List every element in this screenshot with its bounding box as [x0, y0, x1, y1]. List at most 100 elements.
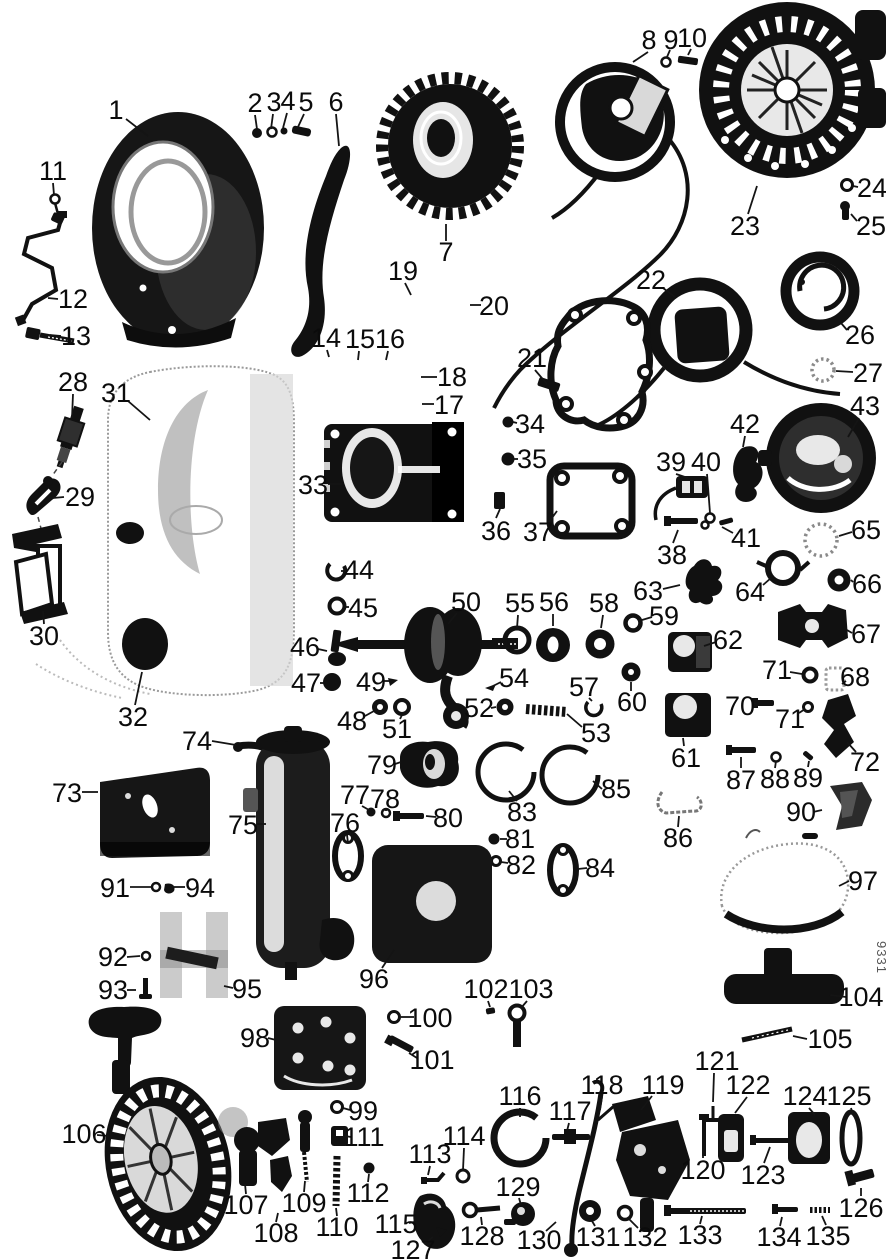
part-label-29: 29 [65, 482, 95, 512]
part-label-15: 15 [345, 324, 375, 354]
leader-line-4 [282, 112, 288, 129]
part-label-82: 82 [506, 850, 536, 880]
parts-44-to-49 [323, 562, 398, 715]
parts-34-35-36 [494, 416, 515, 509]
leader-line-3 [270, 113, 274, 130]
part-label-96: 96 [359, 964, 389, 994]
part-label-77: 77 [340, 780, 370, 810]
part-label-31: 31 [101, 378, 131, 408]
leader-line-61 [682, 737, 685, 747]
part-label-40: 40 [691, 447, 721, 477]
part-label-122: 122 [725, 1070, 770, 1100]
gasket-part-84 [547, 843, 579, 897]
part-label-18: 18 [437, 362, 467, 392]
part-label-78: 78 [370, 784, 400, 814]
rod-part-105 [741, 1026, 793, 1043]
part-label-70: 70 [725, 691, 755, 721]
leader-line-124 [808, 1107, 816, 1116]
cylinder-gasket-part-37 [546, 462, 636, 540]
leader-line-121 [712, 1072, 715, 1103]
leader-line-31 [127, 400, 151, 421]
leader-line-125 [850, 1107, 854, 1116]
leader-line-96 [381, 949, 395, 969]
leader-line-107 [244, 1183, 247, 1195]
leader-line-70 [751, 702, 757, 705]
part-label-112: 112 [346, 1178, 389, 1208]
grommet-part-66 [827, 568, 851, 592]
piston-rings-83-85 [475, 741, 601, 806]
part-label-85: 85 [601, 774, 631, 804]
leader-line-9 [666, 49, 671, 58]
part-label-116: 116 [498, 1081, 541, 1111]
leader-line-112 [367, 1173, 370, 1183]
part-label-54: 54 [499, 663, 529, 693]
cap-part-32 [122, 618, 168, 670]
part-label-79: 79 [367, 750, 397, 780]
leader-line-12 [47, 297, 59, 300]
grip-part-104 [724, 948, 844, 1004]
leader-line-111 [344, 1135, 352, 1138]
part-label-124: 124 [782, 1081, 827, 1111]
part-label-83: 83 [507, 797, 537, 827]
part-label-55: 55 [505, 588, 535, 618]
leader-line-64 [762, 577, 772, 586]
part-label-84: 84 [585, 853, 615, 883]
leader-line-10 [687, 48, 692, 56]
part-label-89: 89 [793, 763, 823, 793]
leader-line-42 [742, 435, 746, 448]
leader-line-108 [275, 1212, 279, 1223]
part-label-71: 71 [775, 704, 805, 734]
leader-line-21 [534, 369, 548, 385]
leader-line-58 [600, 614, 604, 629]
leader-line-77 [361, 805, 370, 811]
part-label-20: 20 [479, 291, 509, 321]
leader-line-37 [548, 510, 558, 523]
part-label-125: 125 [826, 1081, 871, 1111]
part-label-127: 127 [390, 1235, 435, 1260]
part-label-64: 64 [735, 577, 765, 607]
part-label-81: 81 [505, 824, 535, 854]
leader-line-71 [789, 671, 803, 675]
leader-line-59 [641, 616, 653, 621]
leader-line-67 [846, 629, 853, 634]
leader-line-19 [404, 282, 412, 296]
leader-line-134 [779, 1216, 783, 1227]
part-label-88: 88 [760, 764, 790, 794]
part-label-9: 9 [663, 25, 678, 55]
part-label-43: 43 [850, 391, 880, 421]
leader-line-55 [516, 614, 519, 629]
part-label-53: 53 [581, 718, 611, 748]
part-label-48: 48 [337, 706, 367, 736]
leader-line-26 [840, 322, 848, 331]
part-label-74: 74 [182, 726, 212, 756]
part-label-25: 25 [856, 211, 886, 241]
part-label-92: 92 [98, 942, 128, 972]
parts-91-92-93-94 [139, 881, 175, 999]
part-label-23: 23 [730, 211, 760, 241]
leader-line-16 [385, 350, 389, 361]
part-label-2: 2 [247, 88, 262, 118]
part-label-28: 28 [58, 367, 88, 397]
leader-line-52 [490, 706, 497, 709]
part-label-24: 24 [857, 173, 886, 203]
part-label-120: 120 [680, 1155, 725, 1185]
part-label-63: 63 [633, 576, 663, 606]
leader-line-79 [394, 761, 402, 765]
leader-line-62 [703, 641, 717, 647]
ignition-module-part-8 [492, 62, 690, 409]
part-label-76: 76 [330, 808, 360, 838]
leader-line-135 [821, 1215, 827, 1226]
bracket-part-95 [160, 912, 228, 998]
leader-line-68 [841, 680, 847, 685]
part-label-121: 121 [694, 1046, 739, 1076]
air-box-part-96 [372, 845, 492, 963]
leader-line-132 [628, 1218, 639, 1229]
spacer-part-98 [274, 1006, 366, 1090]
leader-line-34 [512, 421, 518, 424]
part-label-59: 59 [649, 601, 679, 631]
part-label-134: 134 [756, 1222, 801, 1252]
leader-line-114 [462, 1147, 465, 1171]
leader-line-122 [734, 1096, 748, 1114]
leader-line-117 [566, 1122, 570, 1132]
leader-line-101 [408, 1052, 418, 1059]
